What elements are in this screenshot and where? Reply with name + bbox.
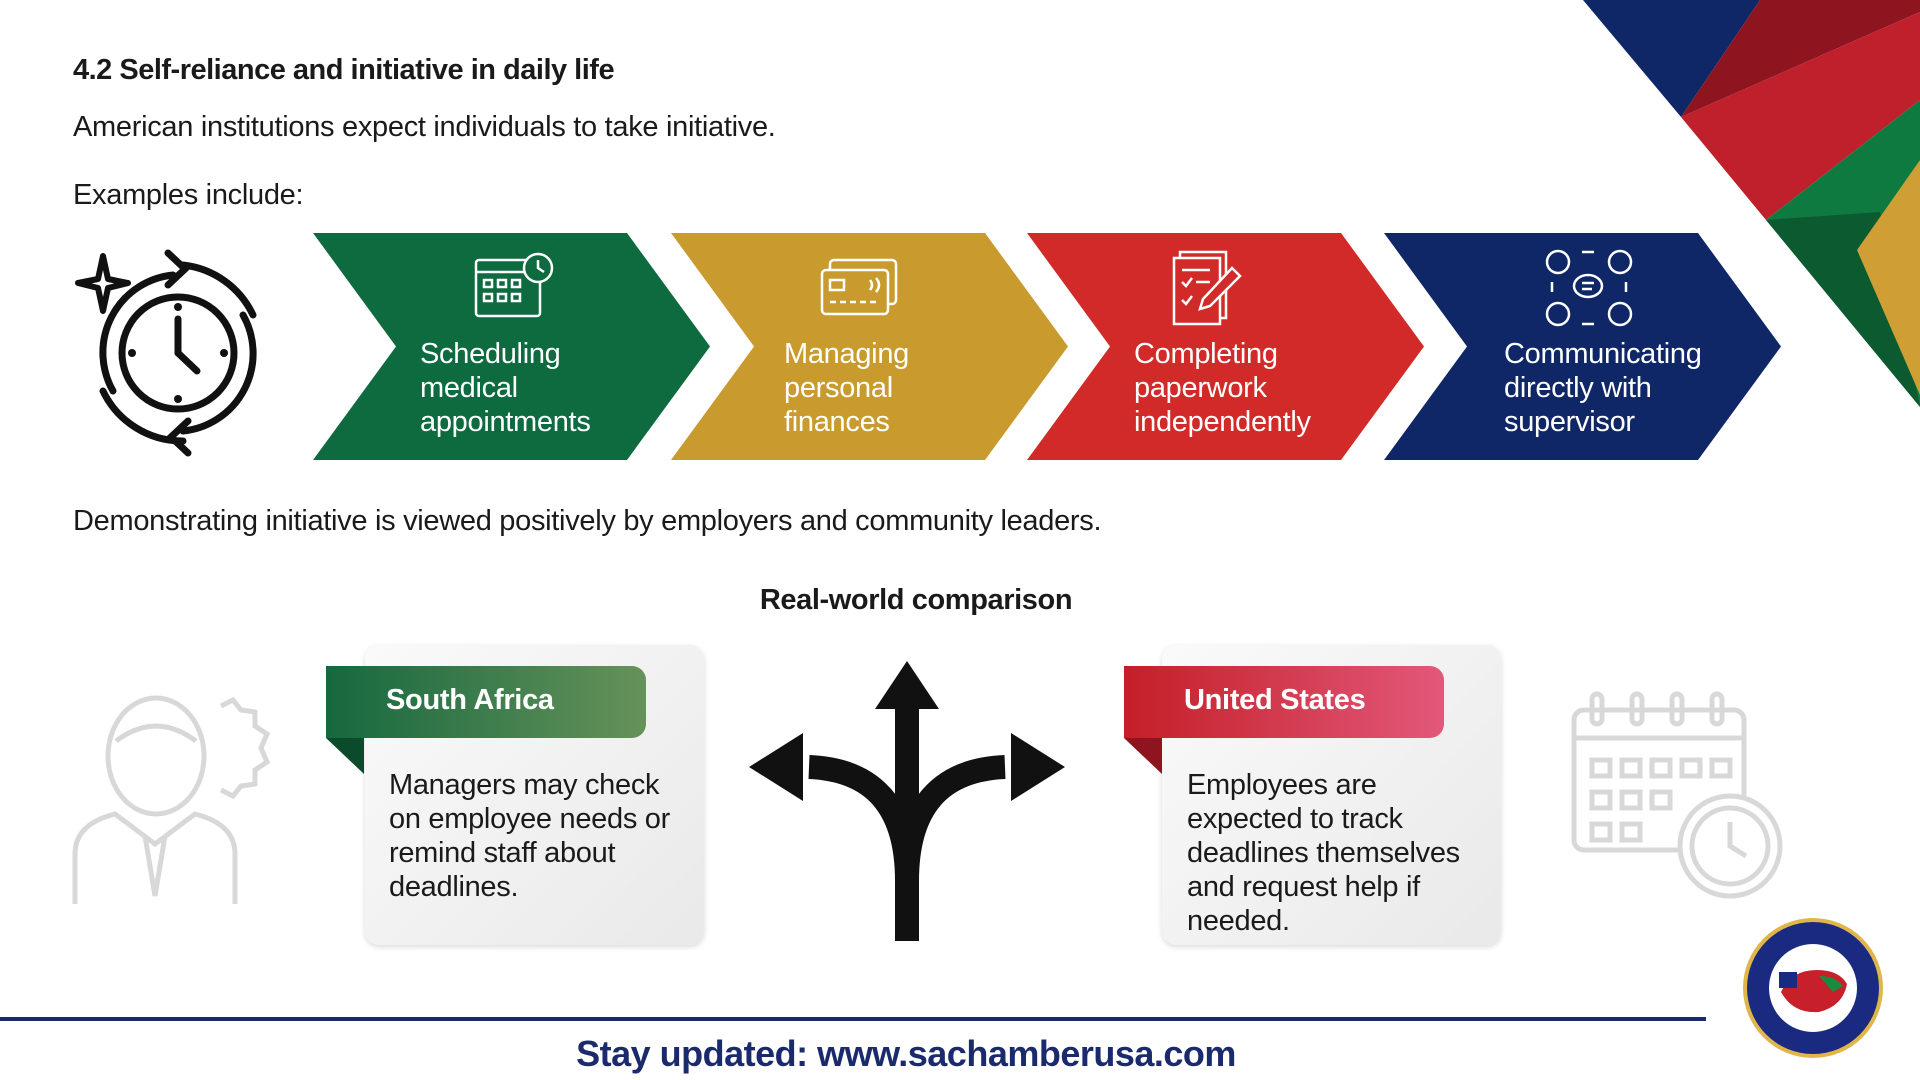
ribbon-fold [326,738,364,774]
south-africa-text: Managers may check on employee needs or … [389,769,670,903]
clock-cycle-icon [75,249,257,457]
intro-text: American institutions expect individuals… [73,111,776,143]
united-states-header: United States [1124,666,1444,738]
chamber-logo [1743,918,1883,1058]
calendar-clock-icon [1571,691,1783,899]
group-chat-icon [1544,248,1634,328]
example-label: Managing personal finances [784,338,909,438]
south-africa-header: South Africa [326,666,646,738]
paperwork-checklist-icon [1162,248,1252,328]
example-label: Scheduling medical appointments [420,338,591,438]
section-title: 4.2 Self-reliance and initiative in dail… [73,54,615,86]
example-label: Completing paperwork independently [1134,338,1311,438]
example-step-finances: Managing personal finances [671,233,1068,460]
example-label: Communicating directly with supervisor [1504,338,1702,438]
person-gear-icon [72,695,271,904]
example-step-paperwork: Completing paperwork independently [1027,233,1424,460]
comparison-title: Real-world comparison [759,584,1073,616]
united-states-text: Employees are expected to track deadline… [1187,769,1460,937]
examples-label: Examples include: [73,179,304,211]
example-step-scheduling: Scheduling medical appointments [313,233,710,460]
calendar-clock-icon [468,248,558,328]
corner-decoration [1583,0,1920,407]
footer-divider [0,1017,1706,1021]
closing-text: Demonstrating initiative is viewed posit… [73,505,1102,537]
footer-link[interactable]: Stay updated: www.sachamberusa.com [576,1033,1236,1074]
ribbon-fold [1124,738,1162,774]
credit-card-icon [816,248,906,328]
diverging-arrows-icon [749,661,1065,941]
